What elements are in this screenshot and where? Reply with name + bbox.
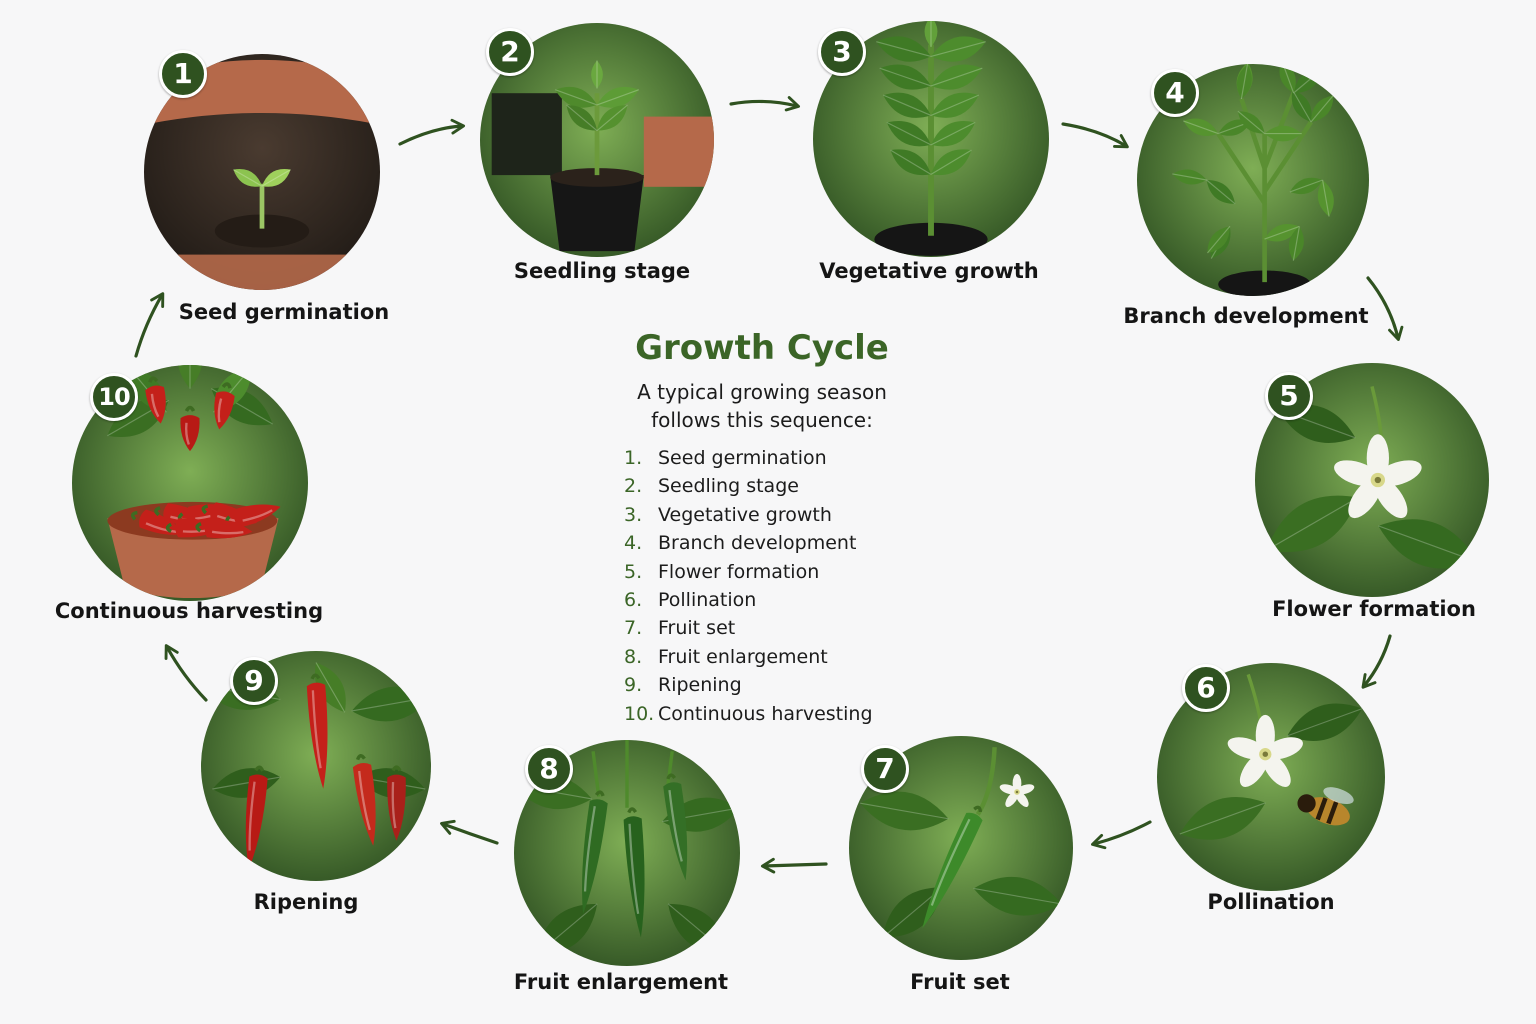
sequence-item: 6. Pollination [624,586,873,614]
sequence-item: 10.Continuous harvesting [624,700,873,728]
sequence-item: 7. Fruit set [624,614,873,642]
sequence-number: 3. [624,503,643,526]
arrow-8-to-9 [440,819,499,845]
stage-photo [72,365,308,601]
sequence-text: Continuous harvesting [658,702,873,725]
sequence-number: 7. [624,617,643,640]
stage-number-badge: 1 [159,50,207,98]
stage-number-badge: 7 [861,745,909,793]
sequence-item: 2. Seedling stage [624,472,873,500]
cycle-title: Growth Cycle [635,328,889,368]
stage-number-badge: 10 [90,373,138,421]
stage-label: Vegetative growth [819,259,1039,283]
arrow-9-to-10 [164,644,208,702]
stage-photo [1137,64,1369,296]
sequence-item: 9. Ripening [624,671,873,699]
sequence-item: 3. Vegetative growth [624,501,873,529]
sequence-number: 6. [624,588,643,611]
arrow-2-to-3 [729,96,800,112]
sequence-text: Seedling stage [658,475,799,498]
arrow-5-to-6 [1361,634,1392,689]
stage-label: Seedling stage [513,259,691,283]
stage-label: Branch development [1123,304,1369,328]
arrow-10-to-1 [134,292,165,358]
arrow-4-to-5 [1366,276,1404,341]
arrow-1-to-2 [398,118,466,146]
sequence-text: Branch development [658,532,857,555]
stage-label: Seed germination [178,300,390,324]
stage-label: Continuous harvesting [54,599,324,623]
sequence-number: 2. [624,475,643,498]
sequence-number: 10. [624,702,655,725]
arrow-6-to-7 [1091,820,1152,850]
sequence-text: Vegetative growth [658,503,832,526]
sequence-text: Flower formation [658,560,820,583]
sequence-number: 4. [624,532,643,555]
sequence-number: 1. [624,447,643,469]
sequence-item: 5. Flower formation [624,558,873,586]
sequence-number: 8. [624,645,643,668]
sequence-text: Seed germination [658,447,827,469]
stage-number-badge: 6 [1182,664,1230,712]
sequence-text: Fruit set [658,617,736,640]
stage-number-badge: 4 [1151,69,1199,117]
stage-label: Flower formation [1272,597,1476,621]
stage-photo [849,736,1073,960]
sequence-text: Ripening [658,674,742,697]
sequence-list: 1. Seed germination 2. Seedling stage 3. Ve… [624,444,873,728]
sequence-number: 9. [624,674,643,697]
stage-label: Ripening [253,890,359,914]
stage-number-badge: 3 [818,28,866,76]
cycle-subtitle: A typical growing season follows this se… [637,380,887,432]
sequence-item: 4. Branch development [624,529,873,557]
sequence-number: 5. [624,560,643,583]
stage-number-badge: 9 [230,657,278,705]
sequence-item: 1. Seed germination [624,444,873,472]
arrow-7-to-8 [760,857,828,874]
sequence-text: Fruit enlargement [658,645,828,668]
arrow-3-to-4 [1061,122,1129,149]
stage-label: Fruit set [910,970,1010,994]
stage-number-badge: 2 [486,28,534,76]
stage-label: Pollination [1207,890,1335,914]
sequence-item: 8. Fruit enlargement [624,643,873,671]
stage-number-badge: 8 [525,745,573,793]
stage-label: Fruit enlargement [513,970,729,994]
stage-number-badge: 5 [1265,372,1313,420]
sequence-text: Pollination [658,588,757,611]
